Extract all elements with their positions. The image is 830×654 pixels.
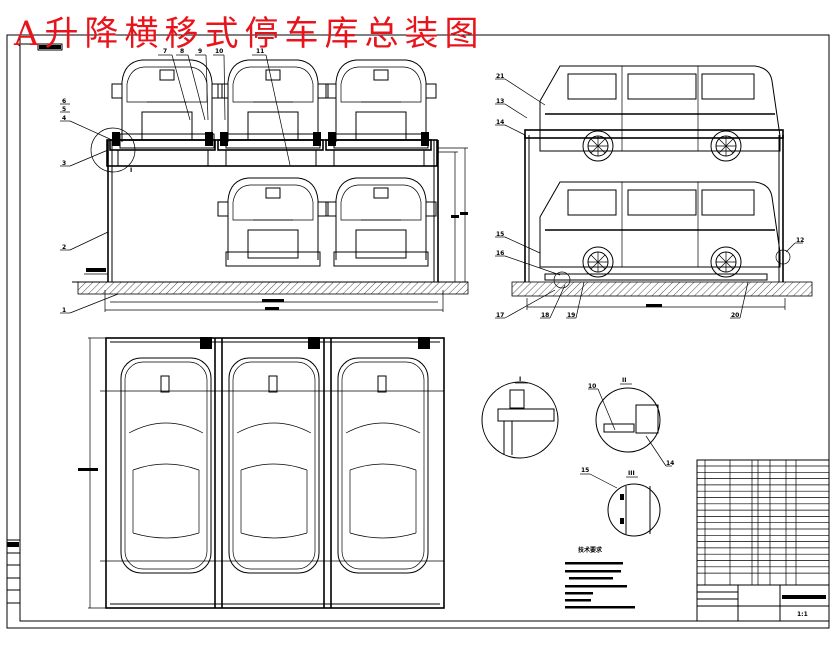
balloon-1: 1 (62, 307, 66, 314)
balloon-19: 19 (567, 312, 575, 319)
detail-label-iii: III (628, 470, 635, 477)
balloon-8: 8 (180, 48, 184, 55)
balloon-14: 14 (496, 119, 504, 126)
technical-notes: 技术要求 (565, 546, 635, 609)
revision-block (7, 539, 20, 604)
notes-heading: 技术要求 (578, 546, 603, 554)
detail-label-i: I (519, 376, 521, 383)
balloon-13: 13 (496, 98, 504, 105)
balloon-6: 6 (62, 98, 66, 105)
plan-view (78, 337, 445, 609)
detail-ii (595, 387, 661, 453)
front-view: 6 5 4 3 2 1 I 7 8 9 10 11 (18, 43, 469, 314)
drawing-title: A升降横移式停车库总装图 (14, 14, 485, 54)
balloon-16: 16 (496, 250, 504, 257)
balloon-ii-10: 10 (588, 383, 596, 390)
balloon-5: 5 (62, 106, 66, 113)
outer-border (6, 34, 830, 629)
detail-iii (607, 483, 661, 537)
balloon-ii-14: 14 (666, 460, 674, 467)
side-leaders: 21 13 14 15 16 17 18 19 20 12 (495, 73, 804, 319)
scale-text: 1:1 (797, 611, 808, 618)
detail-circle-i (90, 127, 136, 173)
balloon-4: 4 (62, 115, 66, 122)
detail-views: I II 10 14 III 15 (481, 376, 674, 537)
leaders-left: 6 5 4 3 2 1 I (60, 98, 132, 314)
balloon-iii-15: 15 (581, 467, 589, 474)
balloon-2: 2 (62, 244, 66, 251)
balloon-21: 21 (496, 73, 504, 80)
balloon-15: 15 (496, 231, 504, 238)
balloon-20: 20 (731, 312, 739, 319)
balloon-3: 3 (62, 160, 66, 167)
balloon-7: 7 (163, 48, 167, 55)
title-block: 1:1 (697, 584, 829, 621)
inner-border (19, 34, 830, 622)
detail-label-ii: II (622, 377, 626, 384)
balloon-10: 10 (215, 48, 223, 55)
balloon-18: 18 (541, 312, 549, 319)
detail-ref-i: I (130, 167, 132, 174)
detail-i (481, 381, 559, 459)
balloon-11: 11 (256, 48, 264, 55)
balloon-9: 9 (198, 48, 202, 55)
balloon-12: 12 (796, 237, 804, 244)
parts-list (696, 459, 830, 622)
balloon-17: 17 (496, 312, 504, 319)
leaders-top: 7 8 9 10 11 (158, 48, 291, 166)
side-view: 21 13 14 15 16 17 18 19 20 12 (495, 65, 813, 319)
